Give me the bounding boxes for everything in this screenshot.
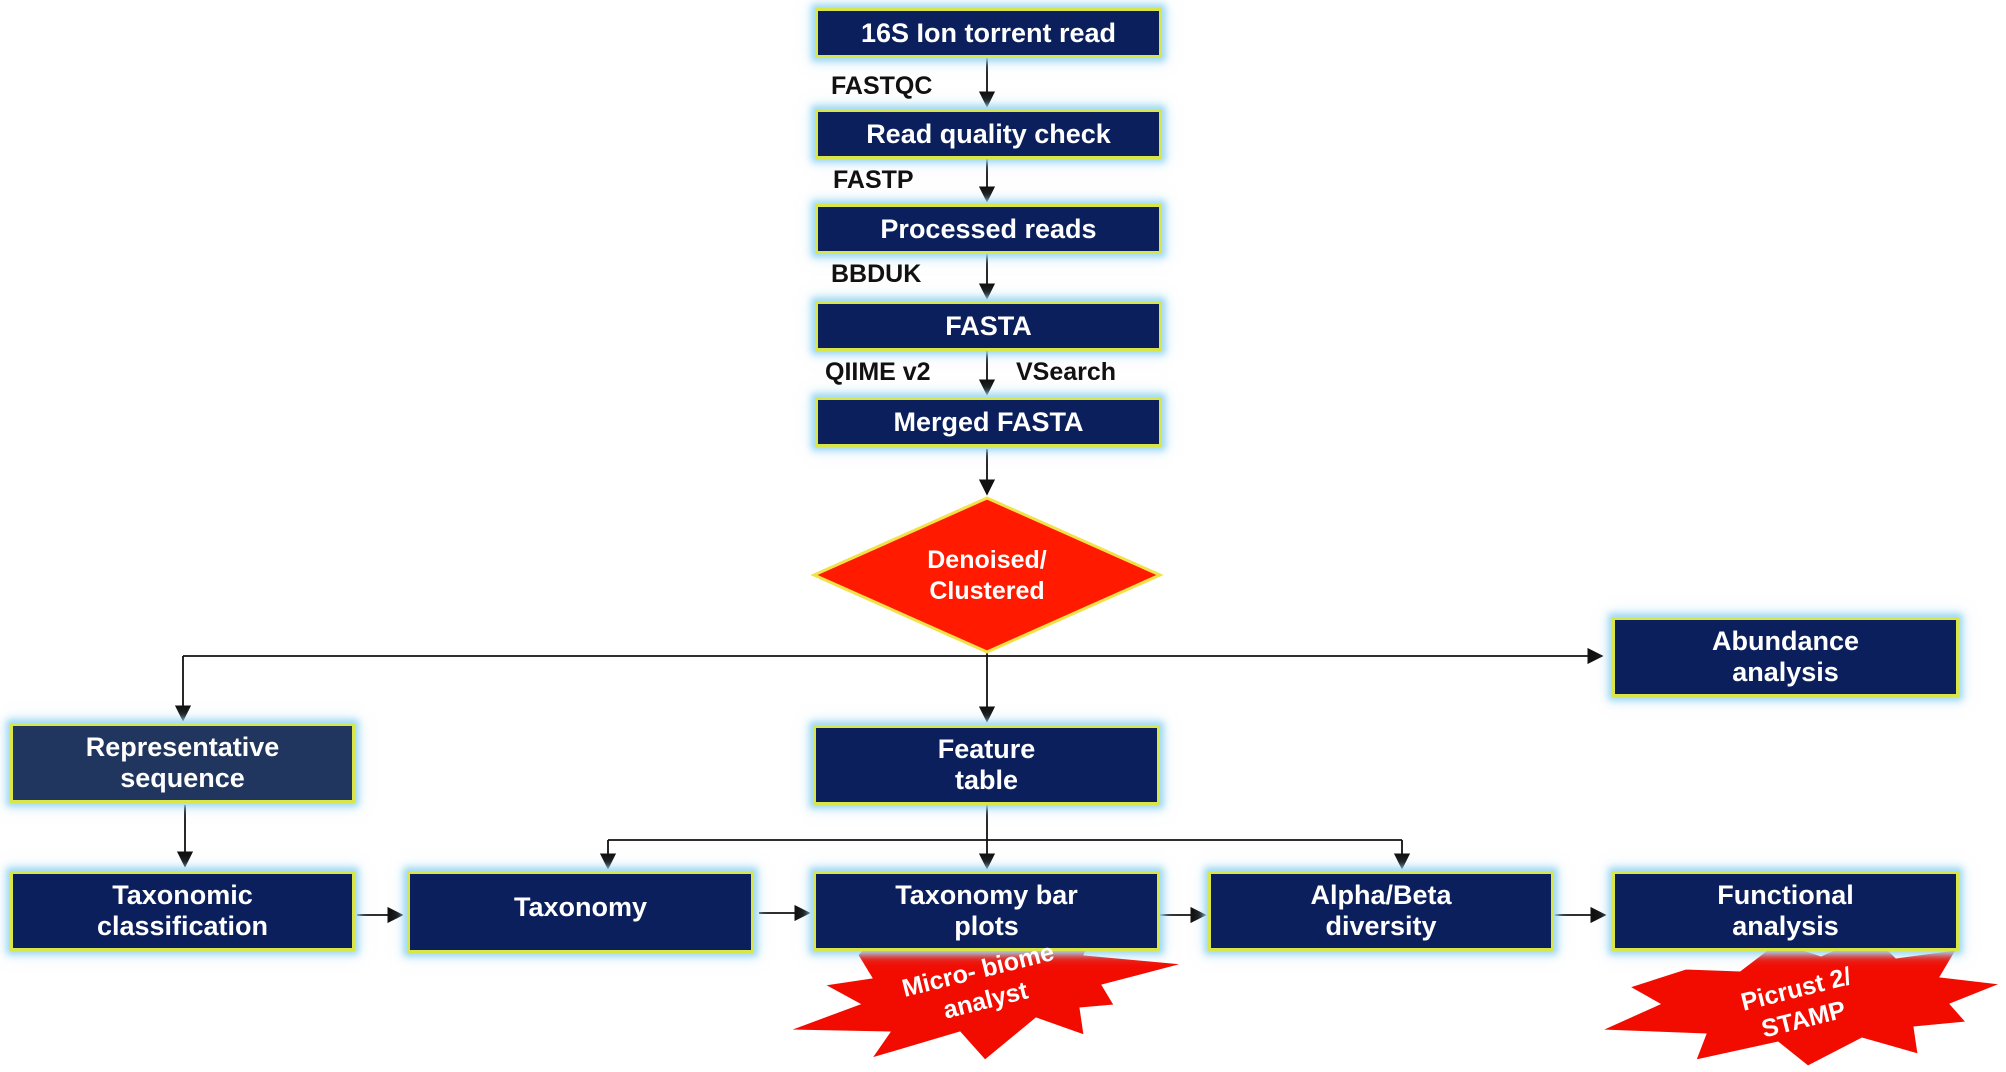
- bar-plots-line-2: plots: [954, 911, 1019, 941]
- box-merged-fasta: Merged FASTA: [815, 397, 1162, 447]
- decision-diamond: [810, 496, 1164, 654]
- box-abundance-analysis: Abundance analysis: [1612, 617, 1959, 697]
- representative-line-1: Representative: [85, 732, 280, 762]
- alpha-beta-line-2: diversity: [1325, 911, 1437, 941]
- box-feature-table: Feature table: [813, 725, 1160, 805]
- box-label: Read quality check: [866, 118, 1111, 149]
- box-processed-reads: Processed reads: [815, 204, 1162, 254]
- box-representative-sequence: Representative sequence: [10, 723, 355, 803]
- representative-line-2: sequence: [120, 763, 245, 793]
- taxonomy-label: Taxonomy: [513, 892, 648, 922]
- bar-plots-line-1: Taxonomy bar: [895, 880, 1078, 910]
- box-label: Processed reads: [880, 213, 1097, 244]
- decision-line-1: Denoised/: [927, 546, 1047, 574]
- tool-label-qiime: QIIME v2: [825, 358, 931, 386]
- tool-label-vsearch: VSearch: [1016, 358, 1117, 386]
- box-fasta: FASTA: [815, 301, 1162, 351]
- feature-table-line-1: Feature: [937, 734, 1036, 764]
- decision-line-2: Clustered: [929, 577, 1045, 605]
- abundance-line-2: analysis: [1732, 657, 1839, 687]
- abundance-line-1: Abundance: [1711, 626, 1859, 656]
- tool-label-fastp: FASTP: [833, 166, 914, 194]
- tool-label-fastqc: FASTQC: [831, 72, 933, 100]
- decision-text: Denoised/ Clustered: [870, 545, 1104, 607]
- taxclass-line-1: Taxonomic: [112, 880, 253, 910]
- box-label: Merged FASTA: [893, 406, 1084, 437]
- box-functional-analysis: Functional analysis: [1612, 871, 1959, 951]
- tool-label-bbduk: BBDUK: [831, 260, 922, 288]
- box-label: 16S Ion torrent read: [860, 17, 1117, 48]
- box-taxonomic-classification: Taxonomic classification: [10, 871, 355, 951]
- box-alpha-beta-diversity: Alpha/Beta diversity: [1208, 871, 1554, 951]
- box-label: FASTA: [945, 310, 1032, 341]
- alpha-beta-line-1: Alpha/Beta: [1310, 880, 1452, 910]
- taxclass-line-2: classification: [96, 911, 269, 941]
- box-taxonomy: Taxonomy: [407, 871, 754, 953]
- functional-line-1: Functional: [1717, 880, 1854, 910]
- box-16s-ion-torrent-read: 16S Ion torrent read: [815, 8, 1162, 58]
- box-taxonomy-bar-plots: Taxonomy bar plots: [813, 871, 1160, 951]
- box-read-quality-check: Read quality check: [815, 109, 1162, 159]
- feature-table-line-2: table: [954, 765, 1018, 795]
- functional-line-2: analysis: [1732, 911, 1839, 941]
